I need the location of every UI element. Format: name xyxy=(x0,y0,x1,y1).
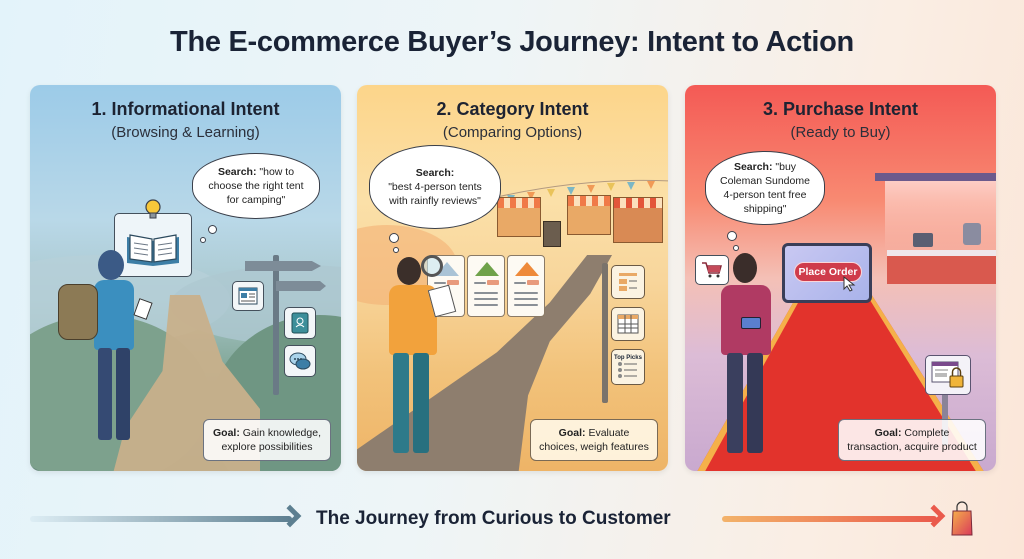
goal-label: Goal: xyxy=(558,427,586,439)
panel-subtitle: (Ready to Buy) xyxy=(790,124,891,141)
search-label: Search: xyxy=(415,167,455,179)
tent-icon xyxy=(515,262,539,276)
signpost-pole xyxy=(602,263,608,403)
goal-box: Goal: Evaluate choices, weigh features xyxy=(530,419,658,461)
shopping-bag-icon xyxy=(951,501,973,536)
tablet-icon: Place Order xyxy=(782,243,872,303)
search-thought-cloud: Search: "how to choose the right tent fo… xyxy=(192,153,320,219)
hiker-leg xyxy=(98,348,112,440)
search-thought-cloud: Search: "best 4-person tents with rainfly… xyxy=(369,145,501,229)
goal-text: Evaluate choices, weigh features xyxy=(539,427,649,453)
arrow-left-line xyxy=(30,516,292,522)
panel-title: 2. Category Intent xyxy=(436,99,589,119)
chat-bubbles-icon xyxy=(284,345,316,377)
thought-dot xyxy=(208,225,217,234)
buyer-leg xyxy=(727,353,743,453)
arrow-right-head-icon xyxy=(922,504,946,528)
hiker-torso xyxy=(94,280,134,350)
book-icon xyxy=(284,307,316,339)
magnifier-icon xyxy=(421,255,443,277)
goal-box: Goal: Complete transaction, acquire prod… xyxy=(838,419,986,461)
panel-category-intent: 2. Category Intent (Comparing Options) S… xyxy=(357,85,668,471)
signpost-pole xyxy=(942,385,948,445)
search-label: Search: xyxy=(733,161,773,173)
open-book-lightbulb-icon xyxy=(114,213,192,277)
article-icon xyxy=(232,281,264,311)
goal-label: Goal: xyxy=(213,427,240,439)
panel-header: 2. Category Intent (Comparing Options) xyxy=(357,99,668,141)
shopper-leg xyxy=(393,353,409,453)
search-query: "buy Coleman Sundome 4-person tent free … xyxy=(720,161,810,215)
thought-dot xyxy=(200,237,206,243)
goal-box: Goal: Gain knowledge, explore possibilit… xyxy=(203,419,331,461)
hiker-figure xyxy=(58,250,153,470)
thought-dot xyxy=(733,245,739,251)
arrow-right-line xyxy=(722,516,937,522)
search-query: "how to choose the right tent for campin… xyxy=(208,166,304,206)
panel-header: 3. Purchase Intent (Ready to Buy) xyxy=(685,99,996,141)
price-tag xyxy=(447,280,459,285)
shopper-leg xyxy=(413,353,429,453)
panel-header: 1. Informational Intent (Browsing & Lear… xyxy=(30,99,341,141)
goal-text: Complete transaction, acquire product xyxy=(847,427,977,453)
cursor-icon xyxy=(843,276,856,292)
register-icon xyxy=(913,233,933,247)
search-label: Search: xyxy=(217,166,257,178)
price-tag xyxy=(527,280,539,285)
tent-card-icon xyxy=(467,255,505,317)
market-stall-icon xyxy=(567,195,611,235)
panel-subtitle: (Browsing & Learning) xyxy=(111,124,260,141)
store-counter-icon xyxy=(887,250,996,284)
thought-dot xyxy=(393,247,399,253)
shopper-figure xyxy=(379,255,459,467)
buyer-leg xyxy=(747,353,763,453)
top-picks-label: Top Picks xyxy=(614,355,642,361)
thought-dot xyxy=(727,231,737,241)
panel-purchase-intent: 3. Purchase Intent (Ready to Buy) Search… xyxy=(685,85,996,471)
credit-card-icon xyxy=(741,317,761,329)
signpost-arrow xyxy=(245,261,321,271)
lightbulb-icon xyxy=(145,199,161,219)
panel-title: 1. Informational Intent xyxy=(91,99,280,119)
journey-caption: The Journey from Curious to Customer xyxy=(316,508,671,529)
ceiling-light-bar xyxy=(875,173,996,181)
backpack-icon xyxy=(58,284,98,340)
table-icon xyxy=(611,307,645,341)
handbag-icon xyxy=(963,223,981,245)
market-stall-icon xyxy=(497,197,541,237)
journey-footer: The Journey from Curious to Customer xyxy=(0,500,1024,540)
hiker-head xyxy=(98,250,124,280)
shopping-cart-icon xyxy=(695,255,729,285)
place-order-button[interactable]: Place Order xyxy=(794,262,862,282)
market-stall-icon xyxy=(613,197,663,243)
panel-title: 3. Purchase Intent xyxy=(762,99,919,119)
goal-text: Gain knowledge, explore possibilities xyxy=(221,427,321,453)
search-query: "best 4-person tents with rainfly review… xyxy=(388,181,482,207)
arrow-left-head-icon xyxy=(278,504,302,528)
buyer-head xyxy=(733,253,757,283)
signpost-pole xyxy=(273,255,279,395)
buyer-figure xyxy=(709,253,789,468)
tent-card-icon xyxy=(507,255,545,317)
shopper-head xyxy=(397,257,421,285)
chalkboard-sign xyxy=(543,221,561,247)
signpost-arrow xyxy=(276,281,326,291)
tent-icon xyxy=(475,262,499,276)
panel-informational-intent: 1. Informational Intent (Browsing & Lear… xyxy=(30,85,341,471)
layout-icon xyxy=(611,265,645,299)
page-title: The E-commerce Buyer’s Journey: Intent t… xyxy=(170,26,854,58)
bunting-icon xyxy=(497,179,668,203)
hiker-leg xyxy=(116,348,130,440)
thought-dot xyxy=(389,233,399,243)
panel-subtitle: (Comparing Options) xyxy=(442,124,583,141)
list-icon: Top Picks xyxy=(611,349,645,385)
search-thought-cloud: Search: "buy Coleman Sundome 4-person te… xyxy=(705,151,825,225)
secure-checkout-lock-icon xyxy=(925,355,971,395)
goal-label: Goal: xyxy=(874,427,902,439)
price-tag xyxy=(487,280,499,285)
